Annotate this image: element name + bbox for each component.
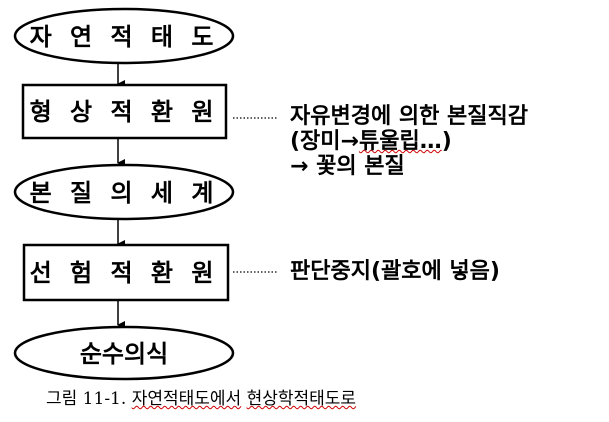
eidetic-annotation: 자유변경에 의한 본질직감 (장미→튜울립…) → 꽃의 본질	[290, 104, 528, 179]
node-transcendental-reduction-label: 선 험 적 환 원	[30, 259, 219, 287]
eidetic-annotation-line2: (장미→튜울립…)	[290, 129, 528, 154]
eidetic-annotation-line2-c: )	[441, 129, 452, 154]
caption-prefix: 그림 11-1.	[46, 389, 132, 409]
figure-caption: 그림 11-1. 자연적태도에서 현상학적태도로	[46, 384, 356, 409]
transcendental-annotation: 판단중지(괄호에 넣음)	[290, 259, 500, 284]
caption-part1: 자연적태도에서	[131, 389, 242, 409]
node-natural-attitude-label: 자 연 적 태 도	[30, 23, 219, 51]
caption-part2: 현상학적태도로	[246, 389, 357, 409]
node-world-of-essence-label: 본 질 의 세 계	[30, 179, 219, 207]
node-eidetic-reduction-box	[21, 83, 228, 140]
node-pure-consciousness-label: 순수의식	[80, 340, 168, 368]
node-pure-consciousness-ellipse	[13, 325, 235, 381]
eidetic-annotation-line1: 자유변경에 의한 본질직감	[290, 104, 528, 129]
eidetic-annotation-line2-b: 튜울립…	[358, 129, 442, 154]
eidetic-annotation-line2-a: (장미→	[290, 129, 359, 154]
node-natural-attitude-ellipse	[13, 7, 235, 65]
node-transcendental-reduction-box	[22, 243, 230, 302]
eidetic-annotation-line3: → 꽃의 본질	[290, 154, 405, 179]
node-world-of-essence-ellipse	[13, 163, 235, 221]
node-eidetic-reduction-label: 형 상 적 환 원	[30, 98, 219, 126]
